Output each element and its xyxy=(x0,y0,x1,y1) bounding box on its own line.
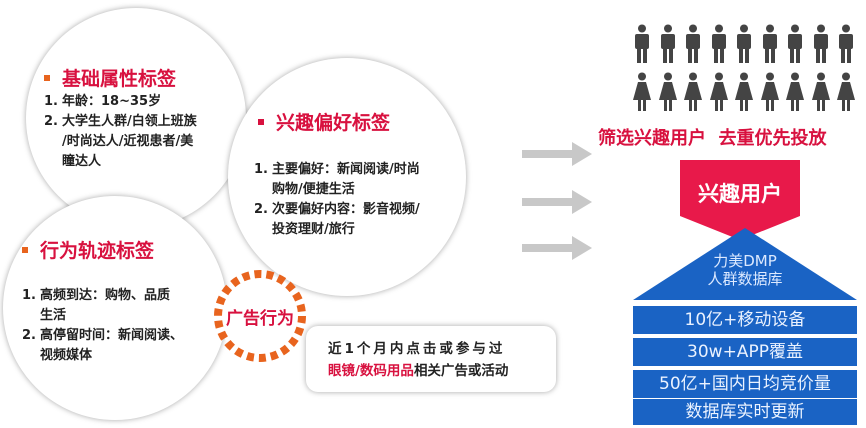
slogan: 筛选兴趣用户 去重优先投放 xyxy=(598,128,827,149)
list-item: 投资理财/旅行 xyxy=(272,222,355,237)
arrow-right-icon xyxy=(522,236,592,260)
man-icon xyxy=(686,24,700,63)
woman-icon xyxy=(709,72,728,111)
circle-basic-attributes xyxy=(26,8,246,228)
woman-icon xyxy=(786,72,804,111)
man-icon xyxy=(711,24,726,63)
behavior-trajectory-title: 行为轨迹标签 xyxy=(22,236,154,263)
man-icon xyxy=(660,24,675,63)
list-item: 2.次要偏好内容：影音视频/ xyxy=(254,202,420,217)
bullet-icon xyxy=(258,118,264,125)
man-icon xyxy=(788,24,802,63)
stack-row-realtime: 数据库实时更新 xyxy=(633,399,857,425)
circle-behavior-trajectory xyxy=(3,196,227,420)
interest-preferences-list: 1.主要偏好：新闻阅读/时尚 购物/便捷生活 2.次要偏好内容：影音视频/ 投资… xyxy=(254,160,454,240)
interest-users-label: 兴趣用户 xyxy=(698,182,782,206)
man-icon xyxy=(839,24,853,63)
woman-icon xyxy=(837,72,855,111)
dmp-line1: 力美DMP xyxy=(713,252,777,270)
basic-attributes-list: 1.年龄：18~35岁 2.大学生人群/白领上班族 /时尚达人/近视患者/美 瞳… xyxy=(44,92,244,172)
man-icon xyxy=(737,24,751,63)
ad-behavior-callout xyxy=(306,326,556,392)
list-item: 购物/便捷生活 xyxy=(272,182,355,197)
dmp-line2: 人群数据库 xyxy=(707,270,783,288)
interest-users-banner xyxy=(680,160,800,240)
stack-row-devices: 10亿+移动设备 xyxy=(633,306,857,334)
ad-behavior-text: 近1个月内点击或参与过 眼镜/数码用品相关广告或活动 xyxy=(328,338,508,382)
list-item: 2.大学生人群/白领上班族 xyxy=(44,114,197,129)
man-icon xyxy=(762,24,777,63)
woman-icon xyxy=(760,72,779,111)
list-item: /时尚达人/近视患者/美 xyxy=(62,134,194,149)
woman-icon xyxy=(684,72,702,111)
interest-preferences-title: 兴趣偏好标签 xyxy=(258,108,390,135)
dmp-pyramid xyxy=(633,228,857,300)
man-icon xyxy=(813,24,828,63)
woman-icon xyxy=(658,72,677,111)
list-item: 1.年龄：18~35岁 xyxy=(44,94,162,109)
basic-attributes-title: 基础属性标签 xyxy=(44,64,176,91)
stack-row-bids: 50亿+国内日均竞价量 xyxy=(633,370,857,398)
ad-behavior-badge: 广告行为 xyxy=(226,309,294,329)
list-item: 瞳达人 xyxy=(62,154,102,169)
list-item: 1.高频到达：购物、品质 xyxy=(22,288,171,303)
behavior-trajectory-list: 1.高频到达：购物、品质 生活 2.高停留时间：新闻阅读、 视频媒体 xyxy=(22,286,222,366)
list-item: 视频媒体 xyxy=(40,348,93,363)
ad-behavior-line2: 眼镜/数码用品相关广告或活动 xyxy=(328,363,509,379)
list-item: 1.主要偏好：新闻阅读/时尚 xyxy=(254,162,420,177)
bullet-icon xyxy=(44,74,50,81)
dmp-title: 力美DMP 人群数据库 xyxy=(633,252,857,288)
ad-behavior-badge-ring xyxy=(214,270,306,362)
list-item: 2.高停留时间：新闻阅读、 xyxy=(22,328,184,343)
circle-interest-preferences xyxy=(228,58,466,296)
woman-icon xyxy=(811,72,830,111)
man-icon xyxy=(635,24,649,63)
stack-row-apps: 30w+APP覆盖 xyxy=(633,338,857,366)
woman-icon xyxy=(633,72,651,111)
ad-behavior-highlight: 眼镜/数码用品 xyxy=(328,363,414,379)
bullet-icon xyxy=(22,246,28,253)
arrow-right-icon xyxy=(522,190,592,214)
arrow-right-icon xyxy=(522,142,592,166)
woman-icon xyxy=(735,72,753,111)
list-item: 生活 xyxy=(40,308,67,323)
ad-behavior-line1: 近1个月内点击或参与过 xyxy=(328,341,506,357)
